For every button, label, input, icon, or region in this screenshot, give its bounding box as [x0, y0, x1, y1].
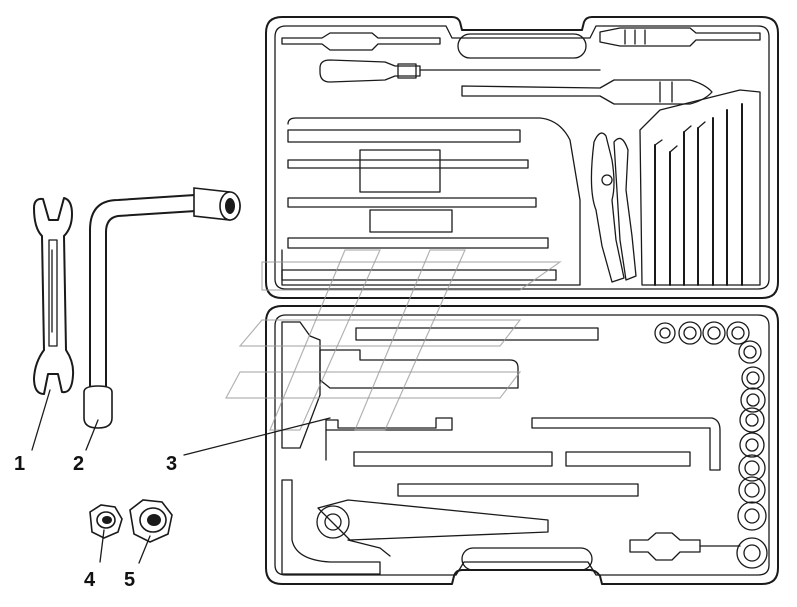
- socket-l-wrench-icon: [83, 187, 241, 429]
- callout-3: 3: [166, 453, 177, 475]
- callout-1: 1: [14, 453, 25, 475]
- leader-lines: [31, 389, 331, 564]
- callout-2: 2: [73, 453, 84, 475]
- watermark-logo-icon: [224, 249, 562, 431]
- large-nut-icon: [129, 499, 173, 543]
- leader-line-3: [183, 417, 331, 456]
- small-nut-icon: [89, 504, 123, 539]
- callout-4: 4: [84, 569, 96, 591]
- leader-line-5: [138, 535, 151, 564]
- leader-line-1: [31, 389, 51, 451]
- case-lid-upper: [265, 16, 779, 299]
- leader-line-4: [99, 529, 105, 563]
- callout-5: 5: [124, 569, 135, 591]
- leader-line-2: [85, 419, 99, 451]
- case-tray-lower: [265, 305, 779, 585]
- tool-case-icon: [224, 16, 779, 585]
- open-end-wrench-icon: [33, 197, 75, 395]
